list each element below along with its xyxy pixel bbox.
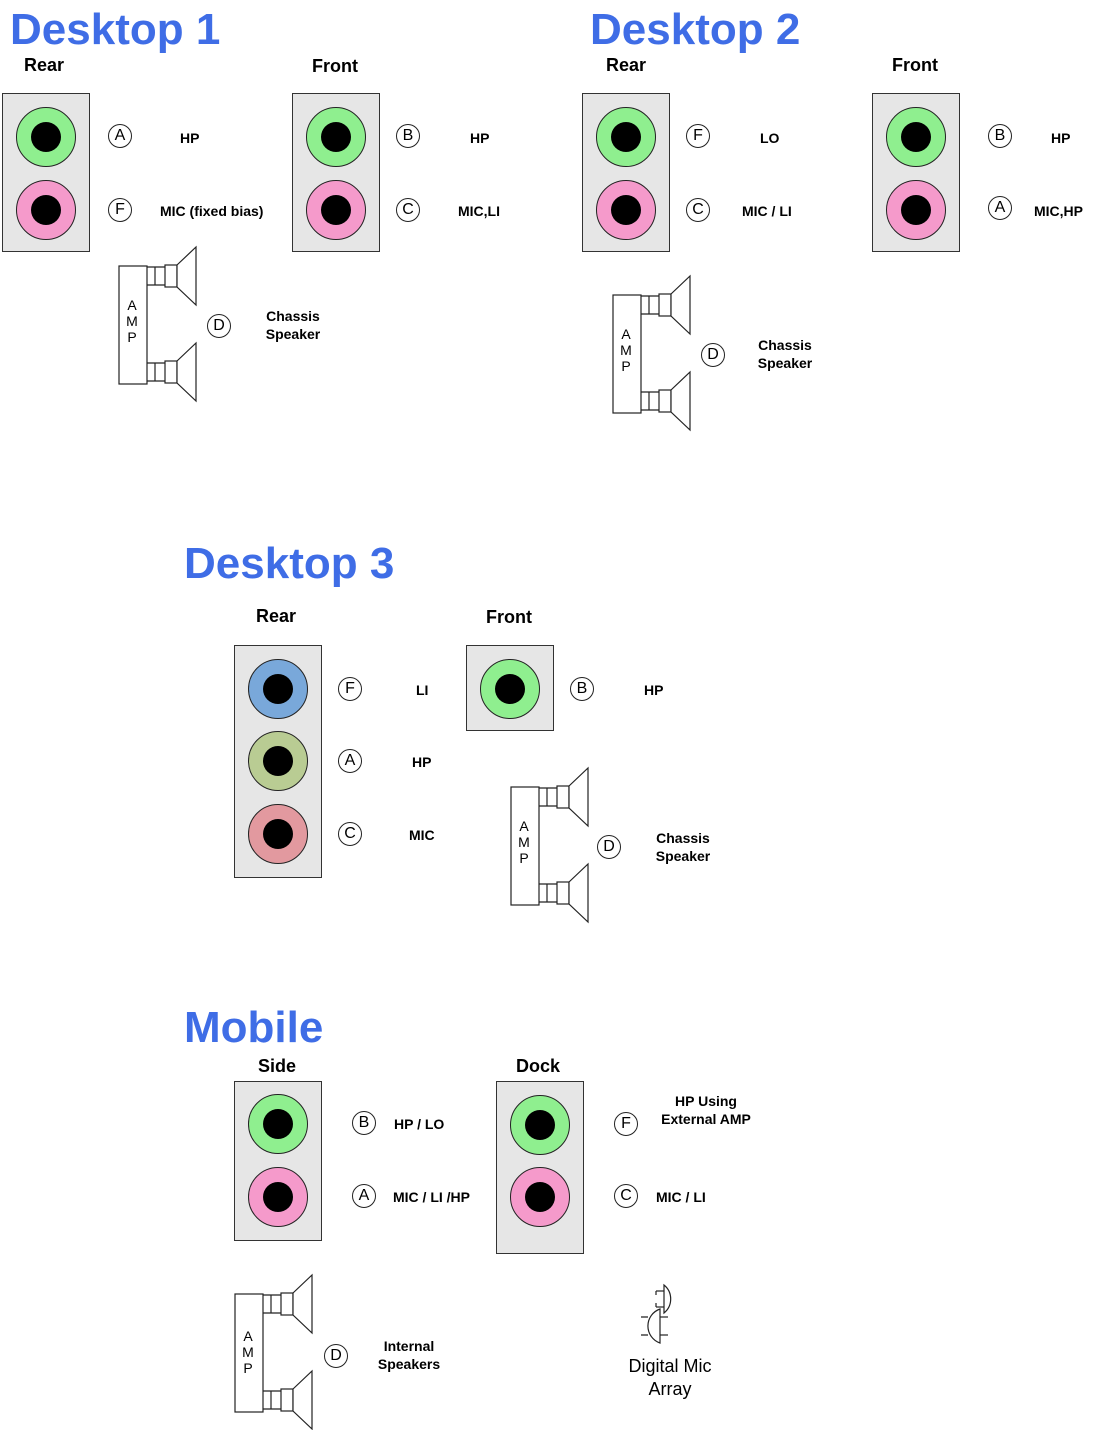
desktop1-amp-label-line1: Chassis — [266, 308, 320, 324]
desktop2-rear-jack2-badge: C — [686, 198, 710, 222]
mobile-dock-jack1-label: HP Using External AMP — [652, 1093, 760, 1128]
mobile-dock-jack1-label-line1: HP Using — [675, 1093, 737, 1109]
desktop2-front-jack1-label: HP — [1051, 130, 1071, 146]
mobile-side-pink-jack — [248, 1167, 308, 1227]
desktop2-amp-speakers — [612, 274, 691, 432]
desktop1-rear-jack1-label: HP — [180, 130, 200, 146]
desktop1-rear-green-jack — [16, 107, 76, 167]
desktop3-amp-label-line1: Chassis — [656, 830, 710, 846]
mobile-dock-pink-jack — [510, 1167, 570, 1227]
desktop2-rear-jack1-label: LO — [760, 130, 780, 146]
desktop2-front-jack1-badge: B — [988, 124, 1012, 148]
desktop3-rear-jack2-label: HP — [412, 754, 432, 770]
mobile-dock-jack1-badge: F — [614, 1112, 638, 1136]
desktop1-rear-pink-jack — [16, 180, 76, 240]
desktop3-amp-badge: D — [597, 835, 621, 859]
desktop2-rear-jack1-badge: F — [686, 124, 710, 148]
mobile-amp-label-line1: Internal — [383, 1338, 435, 1354]
digital-mic-array-icon — [641, 1283, 672, 1344]
mobile-title: Mobile — [184, 1003, 324, 1052]
mobile-dock-jack2-badge: C — [614, 1184, 638, 1208]
mobile-side-jack2-label: MIC / LI /HP — [393, 1189, 470, 1205]
digital-mic-array-label-line2: Array — [648, 1379, 692, 1400]
mobile-side-jack1-label: HP / LO — [394, 1116, 445, 1132]
desktop3-amp-label: Chassis Speaker — [648, 830, 718, 865]
mobile-side-heading: Side — [258, 1056, 297, 1076]
desktop3-rear-rose-jack — [248, 804, 308, 864]
desktop3-front-heading: Front — [486, 607, 532, 627]
desktop2-front-heading: Front — [892, 55, 938, 75]
desktop3-rear-jack1-badge: F — [338, 677, 362, 701]
desktop1-rear-jack2-badge: F — [108, 198, 132, 222]
digital-mic-array-label: Digital Mic Array — [612, 1355, 728, 1402]
desktop1-front-jack1-label: HP — [470, 130, 490, 146]
desktop1-amp-label: Chassis Speaker — [258, 308, 328, 343]
desktop3-front-jack1-badge: B — [570, 677, 594, 701]
desktop1-front-green-jack — [306, 107, 366, 167]
digital-mic-array-label-line1: Digital Mic — [628, 1356, 712, 1376]
mobile-amp-badge: D — [324, 1344, 348, 1368]
desktop3-amp-speakers — [510, 766, 589, 924]
mobile-dock-heading: Dock — [516, 1056, 561, 1076]
desktop3-front-jack1-label: HP — [644, 682, 664, 698]
mobile-dock-jack1-label-line2: External AMP — [661, 1110, 751, 1127]
desktop3-rear-blue-jack — [248, 659, 308, 719]
mobile-amp-label: Internal Speakers — [372, 1338, 446, 1373]
desktop2-rear-green-jack — [596, 107, 656, 167]
mobile-side-jack2-badge: A — [352, 1184, 376, 1208]
desktop3-title: Desktop 3 — [184, 539, 395, 588]
desktop1-front-jack1-badge: B — [396, 124, 420, 148]
desktop2-amp-badge: D — [701, 343, 725, 367]
desktop3-rear-jack3-label: MIC — [409, 827, 435, 843]
mobile-side-green-jack — [248, 1094, 308, 1154]
mobile-side-jack1-badge: B — [352, 1111, 376, 1135]
desktop1-front-jack2-badge: C — [396, 198, 420, 222]
desktop1-rear-jack2-label: MIC (fixed bias) — [160, 203, 264, 219]
desktop3-front-green-jack — [480, 659, 540, 719]
desktop1-front-jack2-label: MIC,LI — [458, 203, 500, 219]
desktop2-rear-pink-jack — [596, 180, 656, 240]
desktop3-amp-label-line2: Speaker — [655, 847, 711, 864]
desktop2-front-jack2-label: MIC,HP — [1034, 203, 1083, 219]
desktop2-rear-heading: Rear — [606, 55, 647, 75]
mobile-dock-green-jack — [510, 1095, 570, 1155]
desktop2-amp-label-line2: Speaker — [757, 354, 813, 371]
mobile-dock-jack2-label: MIC / LI — [656, 1189, 706, 1205]
desktop2-rear-jack2-label: MIC / LI — [742, 203, 792, 219]
desktop1-amp-badge: D — [207, 314, 231, 338]
desktop3-rear-jack2-badge: A — [338, 749, 362, 773]
desktop3-rear-olive-jack — [248, 731, 308, 791]
desktop1-rear-jack1-badge: A — [108, 124, 132, 148]
desktop2-title: Desktop 2 — [590, 5, 801, 54]
mobile-amp-speakers — [234, 1273, 313, 1430]
desktop1-amp-speakers — [118, 245, 197, 403]
desktop1-amp-label-line2: Speaker — [265, 325, 321, 342]
desktop1-front-heading: Front — [312, 56, 358, 76]
desktop1-rear-heading: Rear — [24, 55, 65, 75]
mobile-amp-label-line2: Speakers — [377, 1355, 441, 1372]
desktop1-title: Desktop 1 — [10, 5, 221, 54]
desktop1-front-pink-jack — [306, 180, 366, 240]
desktop3-rear-jack1-label: LI — [416, 682, 429, 698]
desktop2-front-pink-jack — [886, 180, 946, 240]
desktop2-front-green-jack — [886, 107, 946, 167]
desktop2-front-jack2-badge: A — [988, 196, 1012, 220]
desktop2-amp-label-line1: Chassis — [758, 337, 812, 353]
desktop2-amp-label: Chassis Speaker — [750, 337, 820, 372]
desktop3-rear-heading: Rear — [256, 606, 297, 626]
desktop3-rear-jack3-badge: C — [338, 822, 362, 846]
